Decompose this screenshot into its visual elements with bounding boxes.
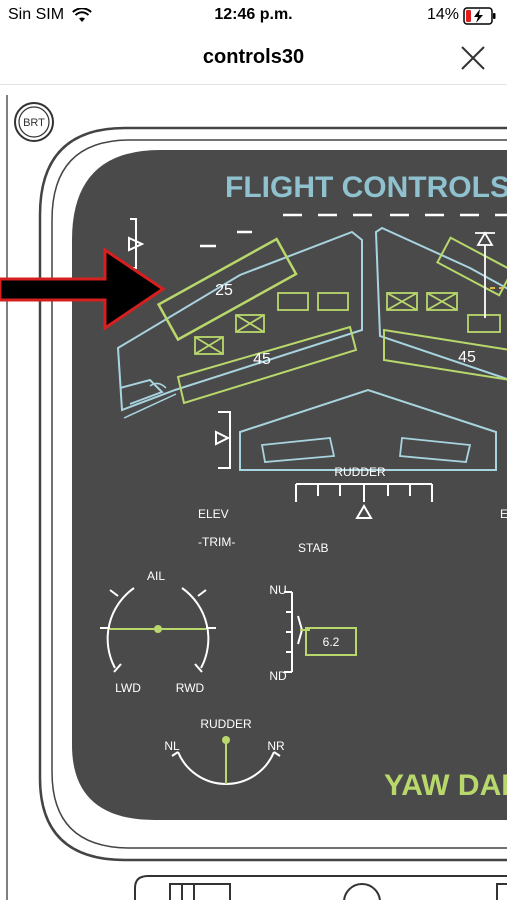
brt-label: BRT	[23, 117, 45, 129]
rudder-label: RUDDER	[334, 465, 386, 479]
document-viewer[interactable]: BRT FLIGHT CONTROLS	[0, 85, 507, 900]
right-wing	[374, 226, 507, 381]
stab-trim-value: 6.2	[323, 635, 340, 649]
panel-title: FLIGHT CONTROLS	[225, 171, 507, 204]
nl-label: NL	[164, 739, 180, 753]
nu-label: NU	[269, 583, 286, 597]
document-title-bar: controls30	[0, 32, 507, 85]
horizontal-stabilizer	[239, 388, 497, 471]
flight-controls-panel	[72, 150, 507, 820]
clock-time: 12:46 p.m.	[214, 6, 293, 23]
battery-percentage: 14%	[426, 6, 459, 23]
stab-trim-scale	[284, 591, 304, 673]
aileron-gauge	[100, 587, 216, 673]
document-title: controls30	[202, 46, 305, 68]
left-flap-indicator	[156, 237, 298, 342]
flight-controls-diagram: BRT FLIGHT CONTROLS	[0, 95, 507, 900]
close-icon[interactable]	[459, 44, 487, 72]
elev-label: ELEV	[198, 507, 229, 521]
stab-label: STAB	[298, 541, 328, 555]
status-bar: Sin SIM 12:46 p.m. 14%	[0, 0, 507, 32]
ail-label: AIL	[147, 569, 165, 583]
left-slat-value: 45	[253, 351, 271, 368]
trim-label: -TRIM-	[198, 535, 235, 549]
stab-trim-value-box	[305, 627, 357, 656]
right-slat-value: 45	[458, 349, 476, 366]
svg-text:E: E	[500, 507, 507, 521]
left-flap-value: 25	[215, 282, 233, 299]
carrier-label: Sin SIM	[8, 6, 65, 23]
wifi-icon	[72, 8, 92, 22]
nr-label: NR	[267, 739, 285, 753]
rwd-label: RWD	[176, 681, 205, 695]
left-slat-indicator	[176, 325, 358, 405]
battery-charging-icon	[463, 7, 496, 25]
rudder-gauge-label: RUDDER	[200, 717, 252, 731]
yaw-damper-text: YAW DAN	[384, 769, 507, 802]
brt-badge	[14, 102, 54, 142]
nd-label: ND	[269, 669, 287, 683]
lwd-label: LWD	[115, 681, 141, 695]
annotation-arrow	[0, 247, 166, 331]
left-wing	[116, 230, 363, 412]
